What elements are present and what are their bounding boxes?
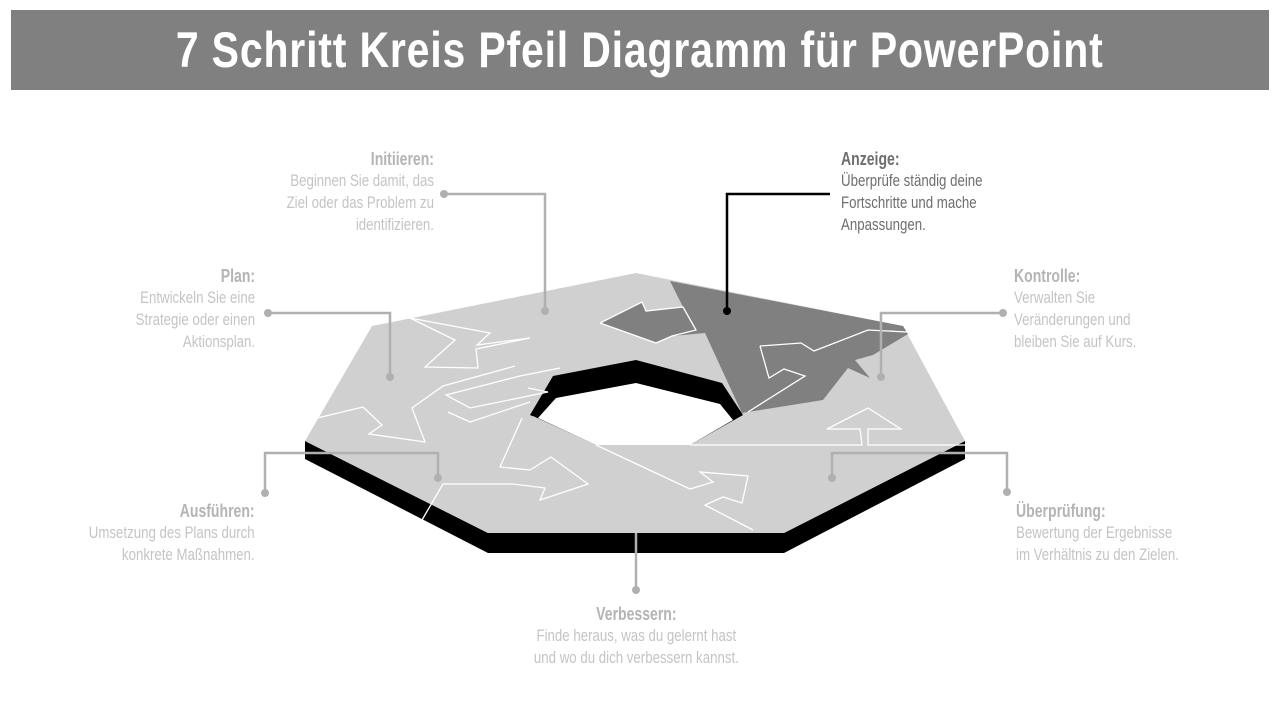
- step-text: Umsetzung des Plans durch: [89, 523, 255, 542]
- title-bar: 7 Schritt Kreis Pfeil Diagramm für Power…: [11, 10, 1269, 90]
- hole-lower-fill: [530, 416, 760, 450]
- leader-ausfuehren: [263, 451, 440, 493]
- step-text: Aktionsplan.: [182, 332, 255, 351]
- leader-plan: [268, 311, 392, 377]
- leader-anzeige: [725, 192, 830, 311]
- step-heading: Ausführen:: [180, 501, 255, 521]
- step-text: konkrete Maßnahmen.: [122, 545, 255, 564]
- step-heading: Anzeige:: [841, 149, 900, 169]
- step-text: identifizieren.: [355, 215, 434, 234]
- step-text: Anpassungen.: [841, 215, 926, 234]
- step-text: Entwickeln Sie eine: [140, 288, 255, 307]
- step-text: Finde heraus, was du gelernt hast: [536, 626, 736, 645]
- slide-title: 7 Schritt Kreis Pfeil Diagramm für Power…: [176, 22, 1104, 78]
- step-anzeige: Anzeige: Überprüfe ständig deine Fortsch…: [841, 148, 1022, 236]
- step-heading: Verbessern:: [595, 604, 677, 624]
- step-text: Strategie oder einen: [135, 310, 255, 329]
- step-text: Veränderungen und: [1014, 310, 1131, 329]
- step-kontrolle: Kontrolle: Verwalten Sie Veränderungen u…: [1014, 265, 1171, 353]
- segment-anzeige-highlight: [600, 281, 908, 413]
- step-text: Ziel oder das Problem zu: [286, 193, 434, 212]
- leader-ueberpruefung: [830, 451, 1009, 492]
- step-heading: Überprüfung:: [1016, 501, 1106, 521]
- step-text: Verwalten Sie: [1014, 288, 1096, 307]
- step-ueberpruefung: Überprüfung: Bewertung der Ergebnisse im…: [1016, 500, 1225, 566]
- step-ausfuehren: Ausführen: Umsetzung des Plans durch kon…: [42, 500, 255, 566]
- leader-kontrolle: [879, 311, 1003, 377]
- step-text: Überprüfe ständig deine: [841, 171, 983, 190]
- step-text: bleiben Sie auf Kurs.: [1014, 332, 1137, 351]
- step-text: und wo du dich verbessern kannst.: [533, 648, 739, 667]
- step-heading: Kontrolle:: [1014, 266, 1081, 286]
- step-text: Beginnen Sie damit, das: [290, 171, 434, 190]
- leader-initiieren: [444, 192, 547, 311]
- leader-lines: [263, 192, 1009, 590]
- step-initiieren: Initiieren: Beginnen Sie damit, das Ziel…: [245, 148, 434, 236]
- step-plan: Plan: Entwickeln Sie eine Strategie oder…: [102, 265, 255, 353]
- leader-dots: [261, 190, 1011, 594]
- step-text: im Verhältnis zu den Zielen.: [1016, 545, 1179, 564]
- step-text: Bewertung der Ergebnisse: [1016, 523, 1173, 542]
- diagram-base-shadow: [305, 441, 965, 553]
- inner-hole: [538, 383, 733, 445]
- step-heading: Plan:: [220, 266, 255, 286]
- step-text: Fortschritte und mache: [841, 193, 977, 212]
- step-verbessern: Verbessern: Finde heraus, was du gelernt…: [436, 603, 836, 669]
- step-heading: Initiieren:: [370, 149, 434, 169]
